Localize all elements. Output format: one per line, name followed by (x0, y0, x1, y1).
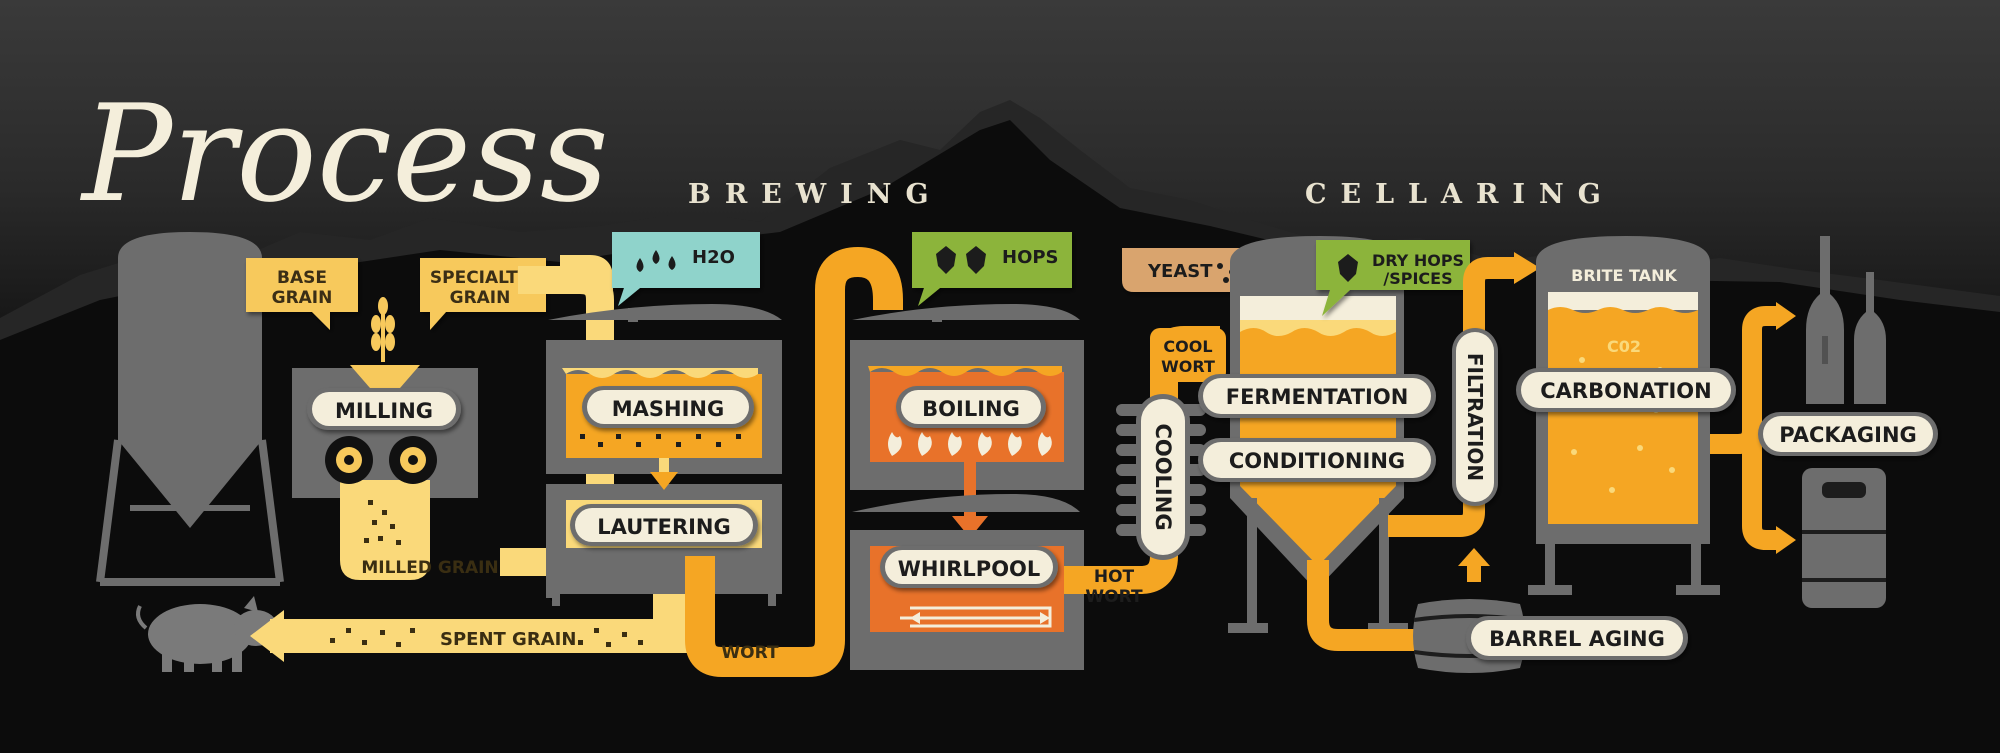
milled-grain-particles (364, 500, 401, 545)
hop-cone-icon (1338, 254, 1358, 282)
cool-wort-label: COOL (1163, 337, 1212, 356)
barrel-flow-pipe (1307, 560, 1420, 651)
dry-hops-label: DRY HOPS (1372, 251, 1464, 270)
filtration-stage: FILTRATION (1452, 328, 1498, 506)
mill-machine (292, 365, 478, 498)
mashing-label: MASHING (612, 397, 724, 421)
hops-bubble: HOPS (912, 232, 1072, 306)
whirlpool-stage: WHIRLPOOL (880, 546, 1058, 588)
hot-wort-label: HOT (1094, 567, 1135, 587)
lautering-label: LAUTERING (597, 515, 731, 539)
conditioning-label: CONDITIONING (1229, 449, 1405, 473)
dry-hops-label-2: /SPICES (1383, 269, 1452, 288)
packaging-label: PACKAGING (1779, 423, 1917, 447)
fermentation-label: FERMENTATION (1226, 385, 1409, 409)
specialty-grain-label: SPECIALTY (430, 268, 531, 288)
mash-tun (546, 304, 782, 606)
packaging-stage: PACKAGING (1758, 412, 1938, 456)
base-grain-label: BASE (277, 268, 327, 288)
bottle-icon (1806, 236, 1886, 404)
page-title: Process (79, 76, 609, 232)
water-drops-icon (636, 250, 676, 272)
co2-label: C02 (1607, 337, 1641, 356)
conditioning-stage: CONDITIONING (1198, 438, 1436, 482)
barrel-aging-label: BARREL AGING (1489, 627, 1665, 651)
h2o-bubble: H2O (612, 232, 760, 306)
hot-wort-label-2: WORT (1085, 587, 1143, 607)
specialty-grain-bubble: SPECIALTY GRAIN (420, 258, 546, 330)
boiling-stage: BOILING (896, 386, 1046, 428)
milled-grain-hopper (340, 480, 430, 580)
wheat-icon (371, 297, 395, 362)
filtration-label: FILTRATION (1463, 353, 1487, 481)
boiling-label: BOILING (922, 397, 1020, 421)
hop-cone-icon (936, 246, 986, 274)
cooling-coil: COOLING (1116, 394, 1206, 560)
wort-pipe (685, 246, 903, 677)
spent-grain-label: SPENT GRAIN (440, 629, 576, 650)
packaging-pipe-bottom (1742, 440, 1780, 550)
milling-label: MILLING (335, 399, 433, 423)
flame-icon (888, 432, 1052, 456)
grain-silo (96, 232, 284, 586)
yeast-label: YEAST (1147, 261, 1213, 282)
carbonation-stage: CARBONATION (1516, 368, 1736, 412)
specialty-grain-label-2: GRAIN (450, 288, 511, 308)
section-brewing-label: BREWING (688, 179, 943, 210)
base-grain-bubble: BASE GRAIN (246, 258, 358, 330)
milled-grain-label: MILLED GRAIN (361, 558, 498, 578)
h2o-label: H2O (692, 247, 735, 268)
mashing-stage: MASHING (582, 386, 754, 428)
lautering-stage: LAUTERING (570, 504, 758, 546)
brite-tank-label: BRITE TANK (1571, 266, 1677, 285)
milling-stage: MILLING (307, 388, 461, 430)
cooling-label: COOLING (1151, 423, 1175, 530)
hops-label: HOPS (1002, 247, 1059, 268)
carbonation-label: CARBONATION (1540, 379, 1711, 403)
section-cellaring-label: CELLARING (1305, 179, 1615, 210)
brite-tank: BRITE TANK C02 (1528, 236, 1720, 595)
keg-icon (1802, 468, 1886, 608)
cool-wort-label-2: WORT (1161, 357, 1215, 376)
cool-wort-bubble: COOL WORT (1150, 328, 1226, 382)
barrel-aging-stage: BARREL AGING (1466, 616, 1688, 660)
fermentation-stage: FERMENTATION (1198, 374, 1436, 418)
base-grain-label-2: GRAIN (272, 288, 333, 308)
gear-icon (325, 436, 437, 484)
whirlpool-label: WHIRLPOOL (898, 557, 1041, 581)
wort-label: WORT (721, 643, 779, 663)
dry-hops-bubble: DRY HOPS /SPICES (1316, 240, 1470, 316)
